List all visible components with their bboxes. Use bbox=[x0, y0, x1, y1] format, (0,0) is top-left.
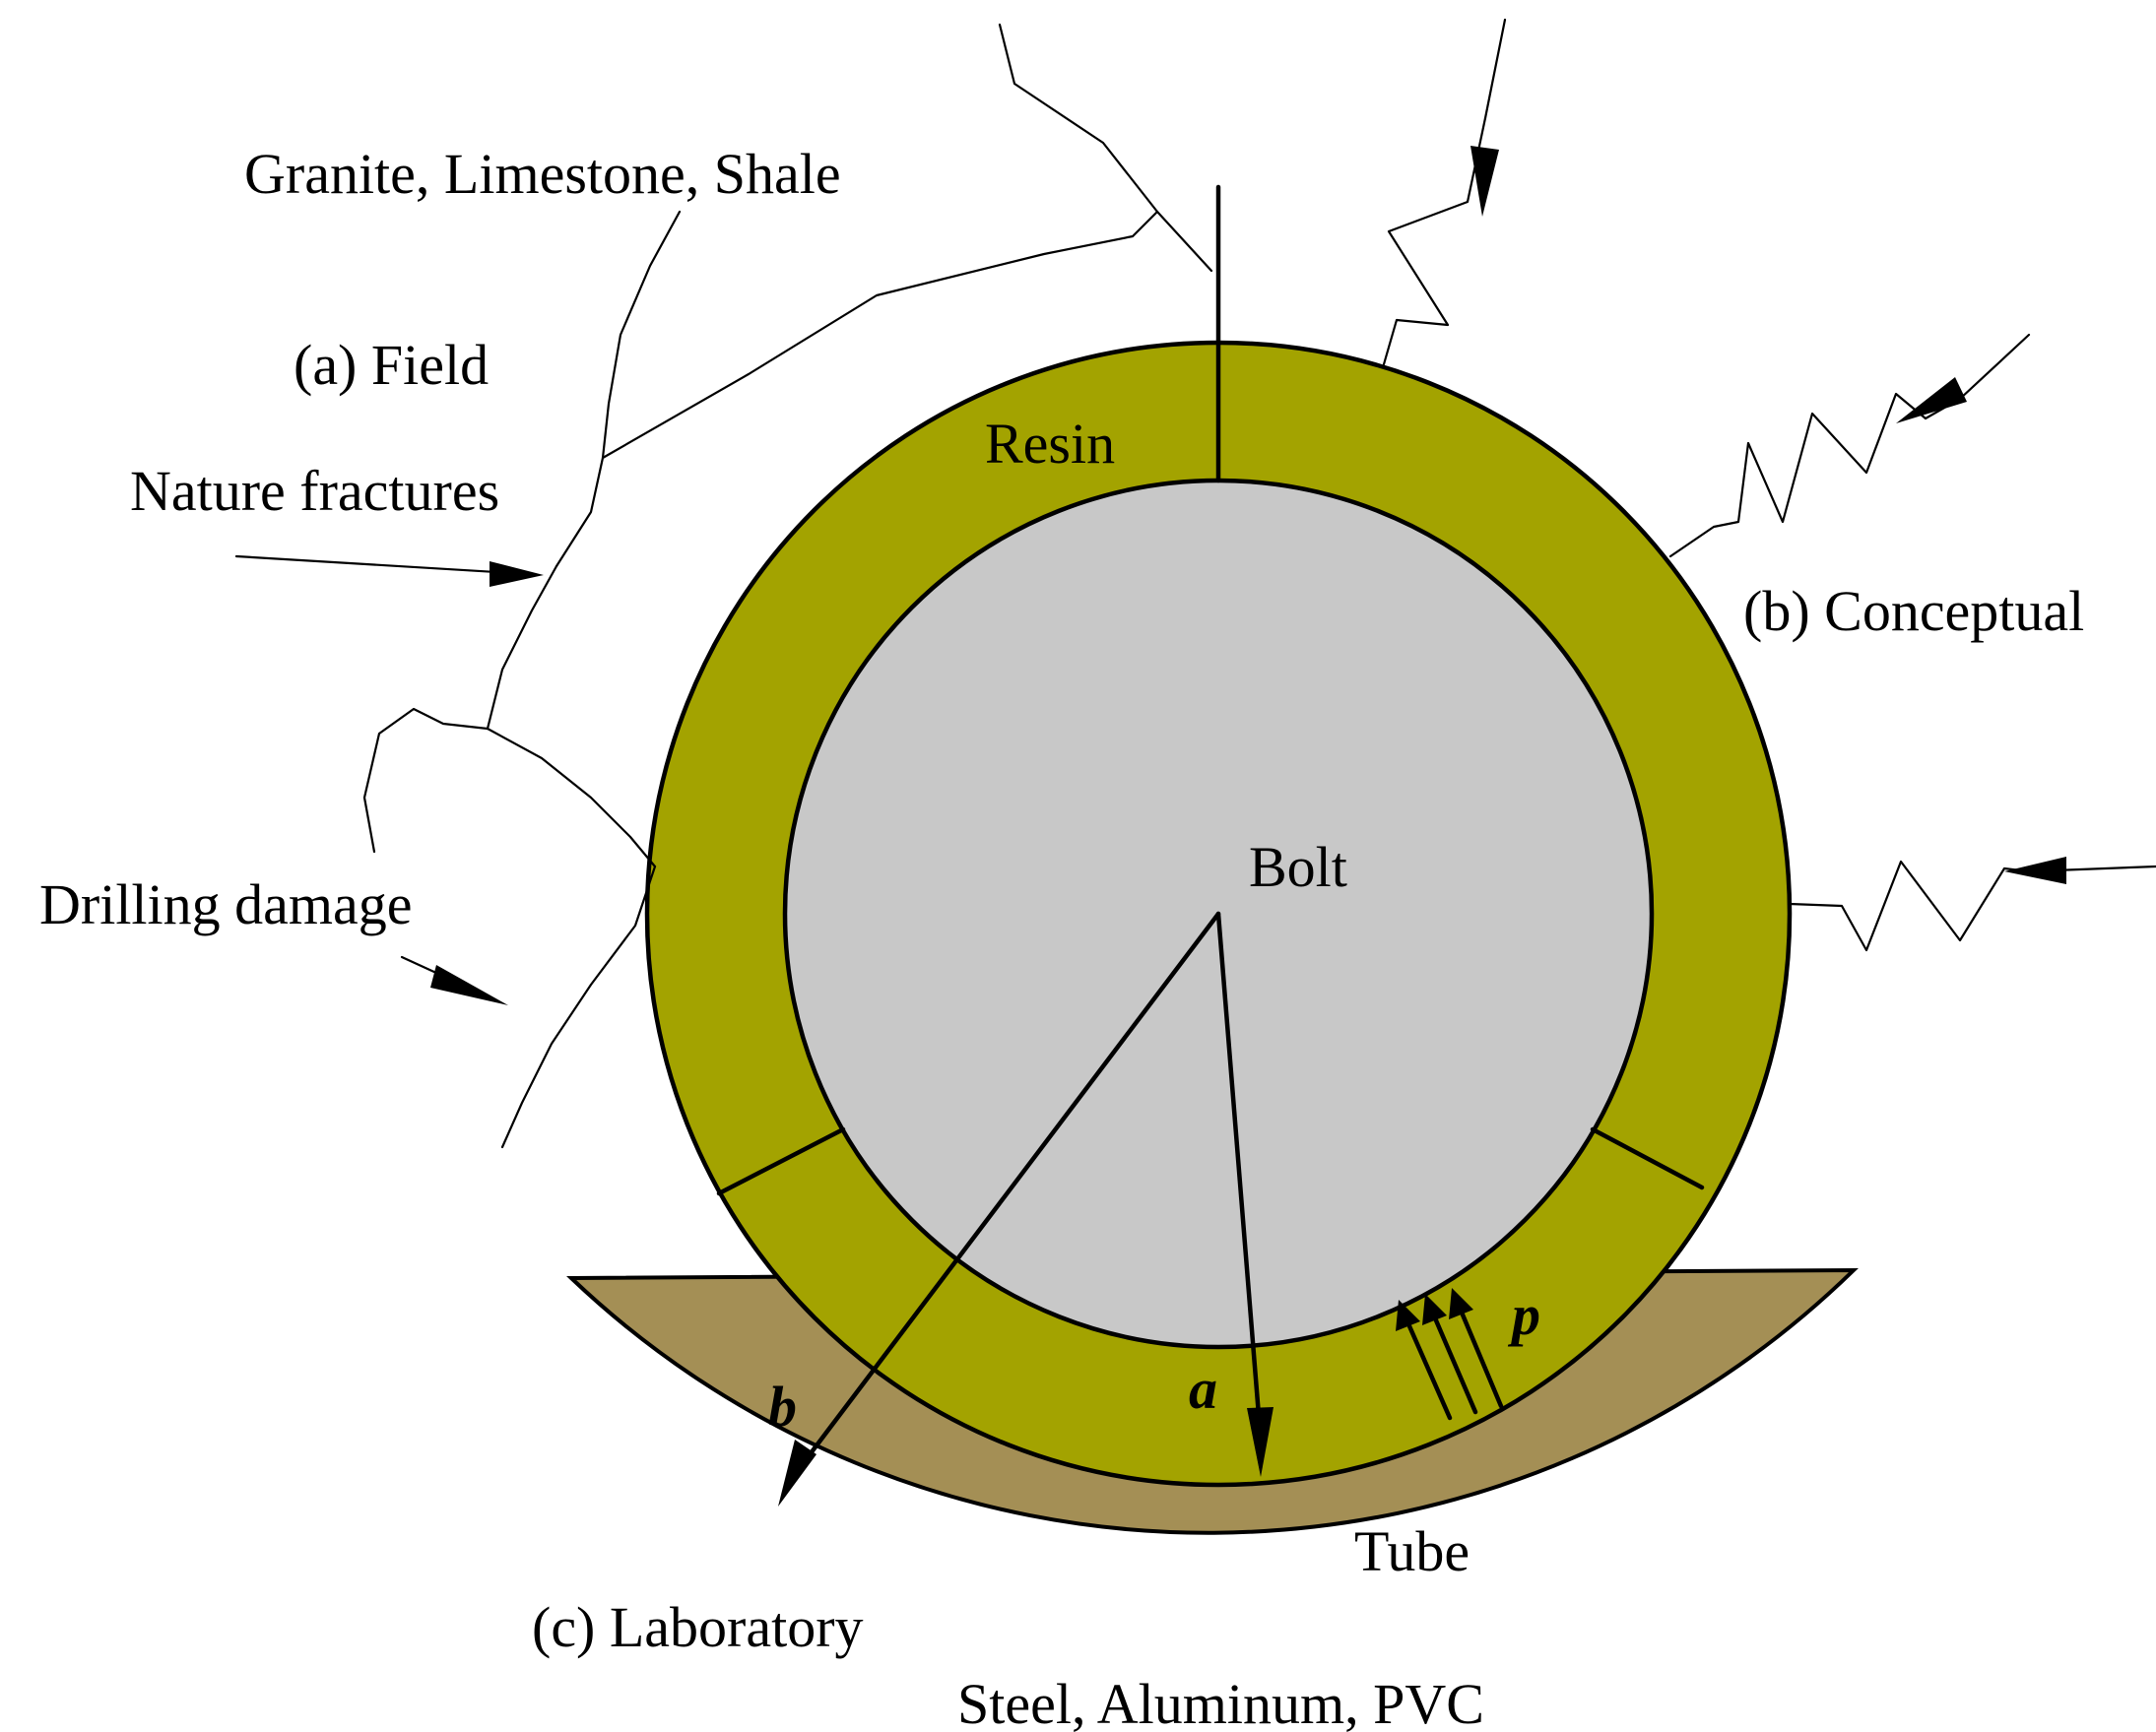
tube-materials-label: Steel, Aluminum, PVC bbox=[957, 1672, 1484, 1732]
nature-fractures-label: Nature fractures bbox=[130, 459, 499, 523]
drilling-damage-label: Drilling damage bbox=[39, 872, 413, 936]
nature-fractures-pointer bbox=[234, 554, 544, 587]
divider-lower-right bbox=[1590, 1126, 1705, 1190]
bolt-label: Bolt bbox=[1249, 835, 1347, 899]
divider-lower-left bbox=[716, 1126, 846, 1196]
radius-b-arrow bbox=[778, 911, 1221, 1507]
spring-upper-right bbox=[1668, 333, 2031, 558]
tube-label: Tube bbox=[1354, 1519, 1470, 1583]
resin-label: Resin bbox=[985, 412, 1115, 476]
natural-fractures bbox=[362, 23, 1213, 1149]
spring-right bbox=[1788, 857, 2156, 952]
rock-types-label: Granite, Limestone, Shale bbox=[244, 142, 841, 206]
radius-a-arrow bbox=[1215, 911, 1274, 1477]
conceptual-label: (b) Conceptual bbox=[1743, 579, 2084, 643]
symbol-a: a bbox=[1189, 1357, 1217, 1421]
spring-top bbox=[1382, 18, 1507, 366]
field-label: (a) Field bbox=[294, 333, 489, 397]
symbol-p: p bbox=[1507, 1283, 1540, 1347]
laboratory-label: (c) Laboratory bbox=[532, 1595, 864, 1659]
symbol-b: b bbox=[768, 1375, 797, 1439]
pressure-arrows bbox=[1396, 1288, 1504, 1421]
drilling-damage-pointer bbox=[400, 955, 508, 1005]
